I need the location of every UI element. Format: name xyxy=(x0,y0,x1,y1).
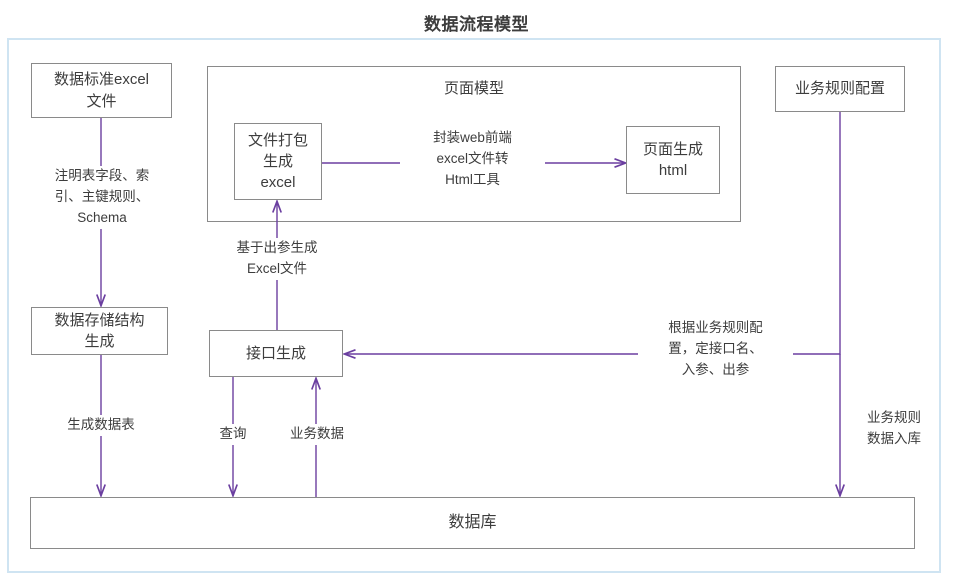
edge-label-based-on-output-excel: 基于出参生成 Excel文件 xyxy=(207,238,347,280)
diagram-outer-frame xyxy=(7,38,941,573)
edge-label-query: 查询 xyxy=(205,424,261,445)
edge-label-business-rule-data-into-db: 业务规则 数据入库 xyxy=(851,408,937,450)
edge-label-by-business-rule-config: 根据业务规则配 置，定接口名、 入参、出参 xyxy=(638,318,793,381)
edge-label-business-data: 业务数据 xyxy=(279,424,355,445)
node-interface-generation[interactable]: 接口生成 xyxy=(209,330,343,377)
node-page-generate-html[interactable]: 页面生成 html xyxy=(626,126,720,194)
node-data-storage-structure[interactable]: 数据存储结构 生成 xyxy=(31,307,168,355)
node-business-rule-config[interactable]: 业务规则配置 xyxy=(775,66,905,112)
node-database[interactable]: 数据库 xyxy=(30,497,915,549)
node-file-pack-excel[interactable]: 文件打包 生成 excel xyxy=(234,123,322,200)
edge-label-wrap-web-excel-to-html-tool: 封装web前端 excel文件转 Html工具 xyxy=(400,128,545,191)
edge-label-schema-rules: 注明表字段、索 引、主键规则、 Schema xyxy=(24,166,180,229)
node-data-standard-excel[interactable]: 数据标准excel 文件 xyxy=(31,63,172,118)
edge-label-generate-data-table: 生成数据表 xyxy=(31,415,171,436)
diagram-title: 数据流程模型 xyxy=(424,15,529,34)
group-page-model-title: 页面模型 xyxy=(443,80,504,97)
